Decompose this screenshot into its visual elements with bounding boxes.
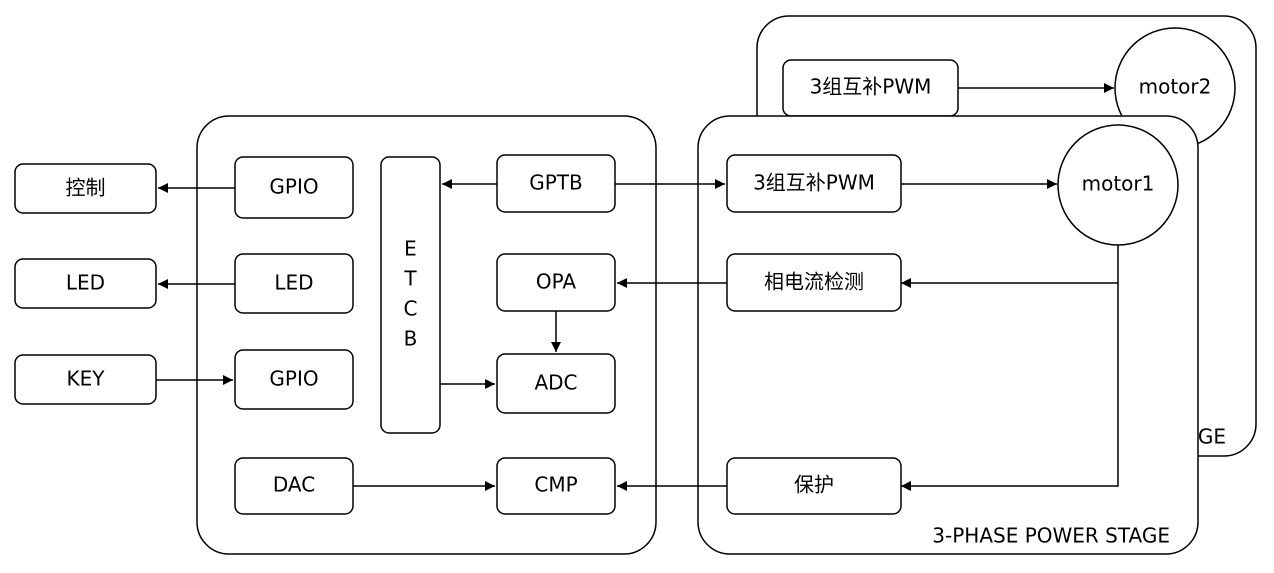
led-driver-label: LED bbox=[274, 271, 313, 295]
led-out-label: LED bbox=[66, 271, 105, 295]
mcu: GPIO LED GPIO DAC E T C B GPTB OPA ADC C… bbox=[196, 115, 657, 555]
control-out-label: 控制 bbox=[66, 176, 106, 200]
power-stage-front: 3-PHASE POWER STAGE 3组互补PWM 相电流检测 保护 mot… bbox=[697, 115, 1199, 555]
motor1-to-protection-arrow bbox=[901, 283, 1119, 491]
adc-label: ADC bbox=[534, 371, 577, 395]
motor1-label: motor1 bbox=[1082, 172, 1155, 196]
power-stage-front-label: 3-PHASE POWER STAGE bbox=[932, 524, 1170, 548]
gpio-out-label: GPIO bbox=[269, 175, 318, 199]
dac-label: DAC bbox=[273, 473, 315, 497]
external-blocks: 控制 LED KEY bbox=[14, 163, 235, 405]
etcb-letter: T bbox=[403, 267, 417, 291]
etcb-letter: E bbox=[404, 237, 417, 261]
led-out-box bbox=[14, 258, 157, 309]
key-in-label: KEY bbox=[67, 367, 106, 391]
etcb-letter: C bbox=[404, 297, 418, 321]
etcb-box bbox=[380, 156, 441, 434]
adc-box bbox=[496, 353, 616, 414]
gpio-in-label: GPIO bbox=[269, 367, 318, 391]
opa-label: OPA bbox=[536, 270, 577, 294]
pwm-back-label: 3组互补PWM bbox=[810, 75, 932, 99]
pwm-front-label: 3组互补PWM bbox=[753, 171, 875, 195]
motor2-label: motor2 bbox=[1139, 75, 1212, 99]
cmp-box bbox=[496, 457, 616, 515]
control-out-box bbox=[14, 163, 157, 214]
cmp-label: CMP bbox=[534, 473, 577, 497]
etcb-letter: B bbox=[404, 327, 418, 351]
gpio-in-box bbox=[234, 349, 354, 410]
power-stage-back-label: GE bbox=[1198, 425, 1226, 449]
gptb-label: GPTB bbox=[529, 171, 583, 195]
protection-label: 保护 bbox=[794, 473, 834, 497]
current-sense-label: 相电流检测 bbox=[764, 270, 864, 294]
